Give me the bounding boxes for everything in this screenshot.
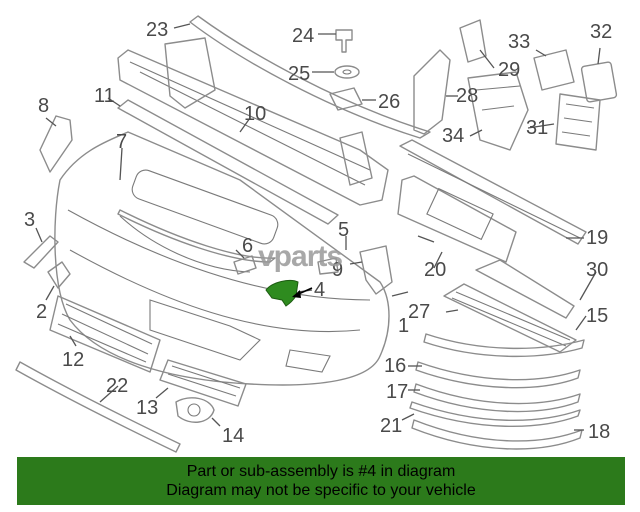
part-10-carrier bbox=[117, 37, 389, 206]
callout-28: 28 bbox=[456, 85, 478, 107]
part-6-clip bbox=[233, 255, 257, 275]
callout-11: 11 bbox=[94, 85, 115, 107]
part-31-radar bbox=[555, 93, 601, 151]
callout-16: 16 bbox=[384, 355, 406, 377]
callout-4: 4 bbox=[314, 279, 325, 301]
callout-34: 34 bbox=[442, 125, 464, 147]
part-25-washer bbox=[334, 65, 360, 79]
callout-24: 24 bbox=[292, 25, 314, 47]
info-banner: Part or sub-assembly is #4 in diagram Di… bbox=[17, 457, 625, 505]
callout-5: 5 bbox=[338, 219, 349, 241]
callout-30: 30 bbox=[586, 259, 608, 281]
part-16-strip bbox=[415, 361, 581, 389]
callout-21: 21 bbox=[380, 415, 402, 437]
callout-32: 32 bbox=[590, 21, 612, 43]
callout-29: 29 bbox=[498, 59, 520, 81]
part-18-strip bbox=[411, 419, 583, 450]
callout-25: 25 bbox=[288, 63, 310, 85]
part-2-clip bbox=[47, 261, 71, 289]
callout-2: 2 bbox=[36, 301, 47, 323]
part-21-strip bbox=[409, 401, 581, 427]
watermark-logo: vparts bbox=[258, 240, 343, 273]
callout-labels: 23 24 25 26 28 29 33 32 31 34 8 11 10 7 … bbox=[24, 19, 612, 447]
part-34-bracket bbox=[467, 71, 529, 151]
callout-33: 33 bbox=[508, 31, 530, 53]
part-26-clip bbox=[329, 87, 363, 111]
part-28-bracket bbox=[413, 49, 451, 135]
part-5-clip bbox=[317, 257, 339, 275]
part-9-bracket bbox=[359, 245, 393, 295]
callout-17: 17 bbox=[386, 381, 408, 403]
part-12-lower-grille bbox=[49, 295, 161, 373]
banner-line-2: Diagram may not be specific to your vehi… bbox=[166, 482, 476, 499]
part-30-deflector bbox=[475, 259, 575, 319]
callout-6: 6 bbox=[242, 235, 253, 257]
callout-15: 15 bbox=[586, 305, 608, 327]
callout-13: 13 bbox=[136, 397, 158, 419]
callout-9: 9 bbox=[332, 259, 343, 281]
part-29-sensor-bracket bbox=[459, 19, 487, 63]
callout-8: 8 bbox=[38, 95, 49, 117]
callout-18: 18 bbox=[588, 421, 610, 443]
part-27-mesh-grille bbox=[443, 283, 577, 353]
part-23-strip bbox=[189, 15, 431, 139]
callout-27: 27 bbox=[408, 301, 430, 323]
callout-23: 23 bbox=[146, 19, 168, 41]
callout-22: 22 bbox=[106, 375, 128, 397]
callout-7: 7 bbox=[116, 131, 127, 153]
part-4-highlighted bbox=[265, 279, 299, 307]
part-32-cover bbox=[580, 61, 618, 103]
callout-19: 19 bbox=[586, 227, 608, 249]
part-19-trim bbox=[399, 139, 587, 245]
callout-26: 26 bbox=[378, 91, 400, 113]
callout-10: 10 bbox=[244, 103, 266, 125]
callout-14: 14 bbox=[222, 425, 244, 447]
part-1-bumper-cover bbox=[54, 131, 390, 386]
part-20-plate-bracket bbox=[397, 175, 517, 263]
callout-1: 1 bbox=[398, 315, 409, 337]
part-4-arrow bbox=[292, 287, 313, 298]
part-14-fog-lamp bbox=[175, 397, 215, 423]
callout-3: 3 bbox=[24, 209, 35, 231]
part-7-strip bbox=[117, 209, 276, 263]
part-33-sensor bbox=[533, 49, 575, 91]
callout-20: 20 bbox=[424, 259, 446, 281]
part-17-strip bbox=[413, 383, 581, 413]
part-8-bracket bbox=[39, 115, 73, 173]
callout-31: 31 bbox=[526, 117, 548, 139]
part-15-strip bbox=[423, 333, 585, 358]
banner-line-1: Part or sub-assembly is #4 in diagram bbox=[186, 463, 456, 480]
part-11-trim bbox=[117, 99, 339, 225]
exploded-bumper-diagram: 23 24 25 26 28 29 33 32 31 34 8 11 10 7 … bbox=[15, 15, 618, 453]
part-13-fog-grille bbox=[159, 359, 247, 407]
leader-lines bbox=[35, 23, 601, 431]
callout-12: 12 bbox=[62, 349, 84, 371]
part-3-bracket bbox=[23, 235, 59, 269]
part-24-bolt bbox=[335, 29, 353, 53]
part-22-strip bbox=[15, 361, 181, 453]
